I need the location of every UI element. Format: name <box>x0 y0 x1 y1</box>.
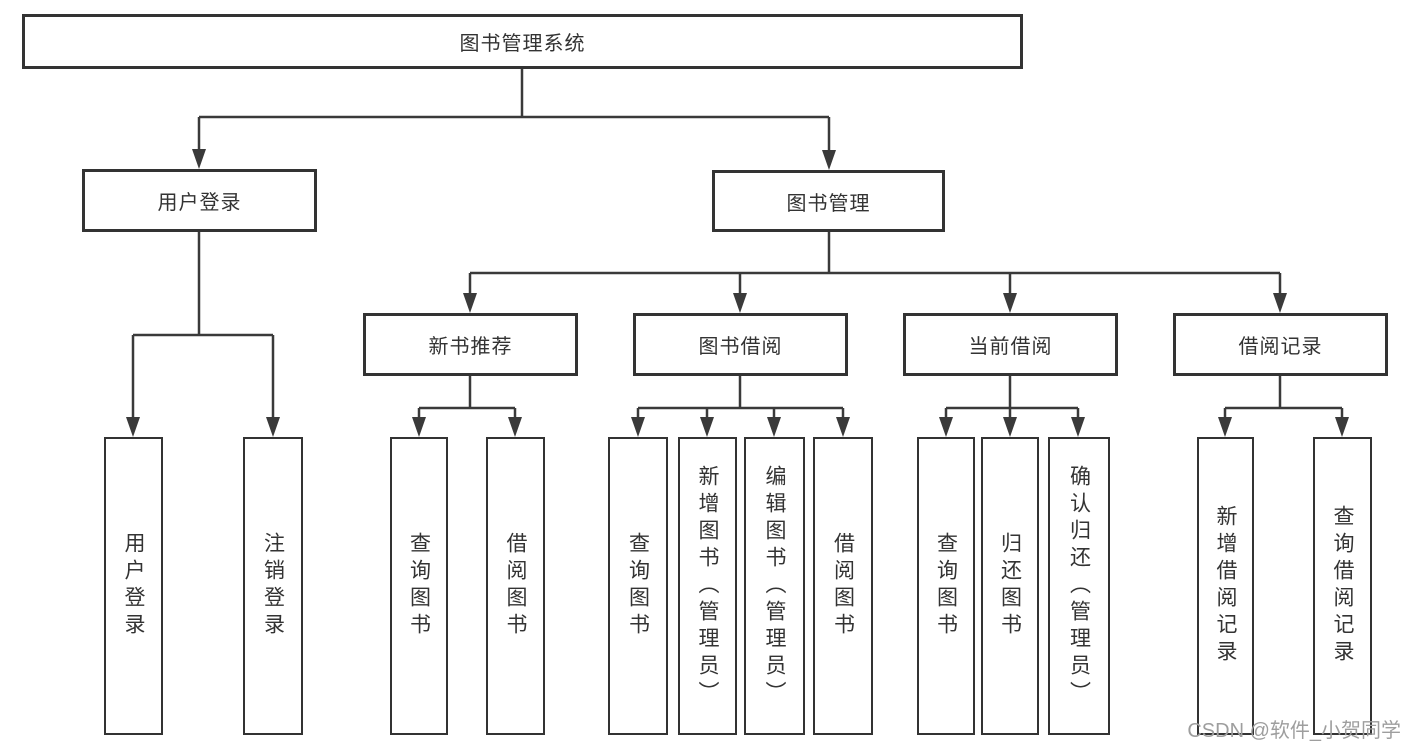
node-book-borrowing: 图书借阅 <box>633 313 848 376</box>
node-leaf-confirm-return-admin: 确认归还（管理员） <box>1048 437 1110 735</box>
node-leaf-borrow-books-1-label: 借阅图书 <box>504 532 527 640</box>
node-leaf-query-books-2-label: 查询图书 <box>626 532 650 640</box>
node-leaf-query-books-2: 查询图书 <box>608 437 668 735</box>
node-leaf-borrow-books-2-label: 借阅图书 <box>831 532 855 640</box>
node-leaf-query-books-3: 查询图书 <box>917 437 975 735</box>
node-book-management: 图书管理 <box>712 170 945 232</box>
arrowheads <box>126 149 1349 437</box>
node-leaf-borrow-books-1: 借阅图书 <box>486 437 545 735</box>
node-new-book-recommend-label: 新书推荐 <box>428 336 513 358</box>
node-leaf-borrow-books-2: 借阅图书 <box>813 437 873 735</box>
node-leaf-logout: 注销登录 <box>243 437 303 735</box>
node-borrow-records: 借阅记录 <box>1173 313 1388 376</box>
node-user-login-label: 用户登录 <box>157 192 242 214</box>
node-library-system: 图书管理系统 <box>22 14 1023 69</box>
node-leaf-query-books-3-label: 查询图书 <box>934 532 958 640</box>
node-leaf-query-borrow-record: 查询借阅记录 <box>1313 437 1372 735</box>
node-new-book-recommend: 新书推荐 <box>363 313 578 376</box>
node-leaf-edit-books-admin: 编辑图书（管理员） <box>744 437 805 735</box>
node-library-system-label: 图书管理系统 <box>459 33 586 55</box>
node-leaf-user-login: 用户登录 <box>104 437 163 735</box>
node-current-borrowing-label: 当前借阅 <box>968 336 1053 358</box>
node-book-management-label: 图书管理 <box>786 192 871 215</box>
node-leaf-query-books-1: 查询图书 <box>390 437 448 735</box>
node-leaf-user-login-label: 用户登录 <box>122 532 145 640</box>
node-leaf-return-books: 归还图书 <box>981 437 1039 735</box>
node-leaf-edit-books-admin-label: 编辑图书（管理员） <box>763 464 786 708</box>
node-leaf-confirm-return-admin-label: 确认归还（管理员） <box>1067 464 1091 708</box>
node-leaf-add-books-admin: 新增图书（管理员） <box>678 437 737 735</box>
node-borrow-records-label: 借阅记录 <box>1238 336 1323 358</box>
node-user-login: 用户登录 <box>82 169 317 232</box>
node-leaf-query-borrow-record-label: 查询借阅记录 <box>1331 505 1354 667</box>
node-leaf-add-borrow-record: 新增借阅记录 <box>1197 437 1254 735</box>
csdn-watermark: CSDN @软件_小贺同学 <box>1187 720 1401 742</box>
node-leaf-add-borrow-record-label: 新增借阅记录 <box>1214 505 1237 667</box>
node-current-borrowing: 当前借阅 <box>903 313 1118 376</box>
node-leaf-logout-label: 注销登录 <box>261 532 285 640</box>
node-book-borrowing-label: 图书借阅 <box>698 336 783 358</box>
node-leaf-query-books-1-label: 查询图书 <box>407 532 431 640</box>
node-leaf-add-books-admin-label: 新增图书（管理员） <box>696 464 719 708</box>
node-leaf-return-books-label: 归还图书 <box>998 532 1022 640</box>
